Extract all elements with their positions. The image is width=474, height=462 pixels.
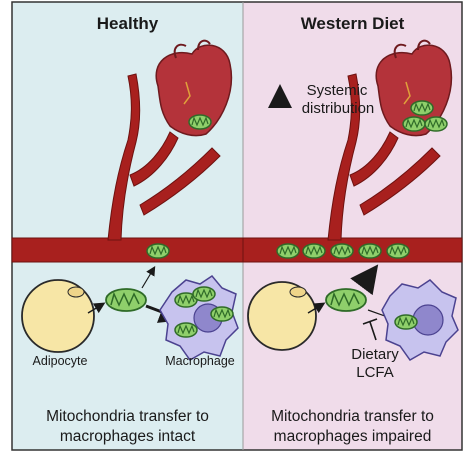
mitochondrion-icon bbox=[302, 243, 326, 259]
adipocyte-cell-icon bbox=[21, 279, 95, 353]
dietary-lcfa-label-line1: Dietary bbox=[351, 346, 399, 363]
transfer-arrow-right bbox=[307, 302, 326, 314]
adipocyte-label: Adipocyte bbox=[32, 354, 88, 368]
mitochondrion-icon bbox=[105, 288, 147, 312]
healthy-title: Healthy bbox=[96, 14, 159, 33]
systemic-label-line2: distribution bbox=[301, 100, 375, 117]
mitochondrion-icon bbox=[358, 243, 382, 259]
mitochondrion-icon bbox=[276, 243, 300, 259]
inhibition-arrow-icon bbox=[362, 318, 378, 341]
western-diet-title: Western Diet bbox=[300, 14, 405, 33]
western-caption-line1: Mitochondria transfer to bbox=[271, 408, 434, 425]
macrophage-label: Macrophage bbox=[165, 354, 235, 368]
healthy-caption-line1: Mitochondria transfer to bbox=[46, 408, 209, 425]
western-caption-line2: macrophages impaired bbox=[273, 428, 432, 445]
mitochondrion-icon bbox=[330, 243, 354, 259]
systemic-label-line1: Systemic bbox=[306, 82, 368, 99]
macrophage-cell-icon bbox=[159, 275, 239, 361]
dietary-lcfa-label-line2: LCFA bbox=[356, 364, 394, 381]
adipocyte-cell-icon bbox=[247, 281, 317, 351]
heart-icon bbox=[155, 39, 233, 137]
up-arrow-icon bbox=[350, 264, 379, 296]
up-arrow-icon bbox=[141, 265, 156, 289]
macrophage-cell-icon bbox=[381, 279, 459, 361]
heart-icon bbox=[375, 39, 453, 137]
figure-border bbox=[11, 1, 463, 451]
healthy-caption-line2: macrophages intact bbox=[59, 428, 196, 445]
transfer-arrow-left bbox=[87, 302, 106, 314]
blood-vessel-left bbox=[11, 73, 244, 263]
mitochondrion-icon bbox=[386, 243, 410, 259]
mitochondrion-icon bbox=[146, 243, 170, 259]
mitochondrion-icon bbox=[325, 288, 367, 312]
